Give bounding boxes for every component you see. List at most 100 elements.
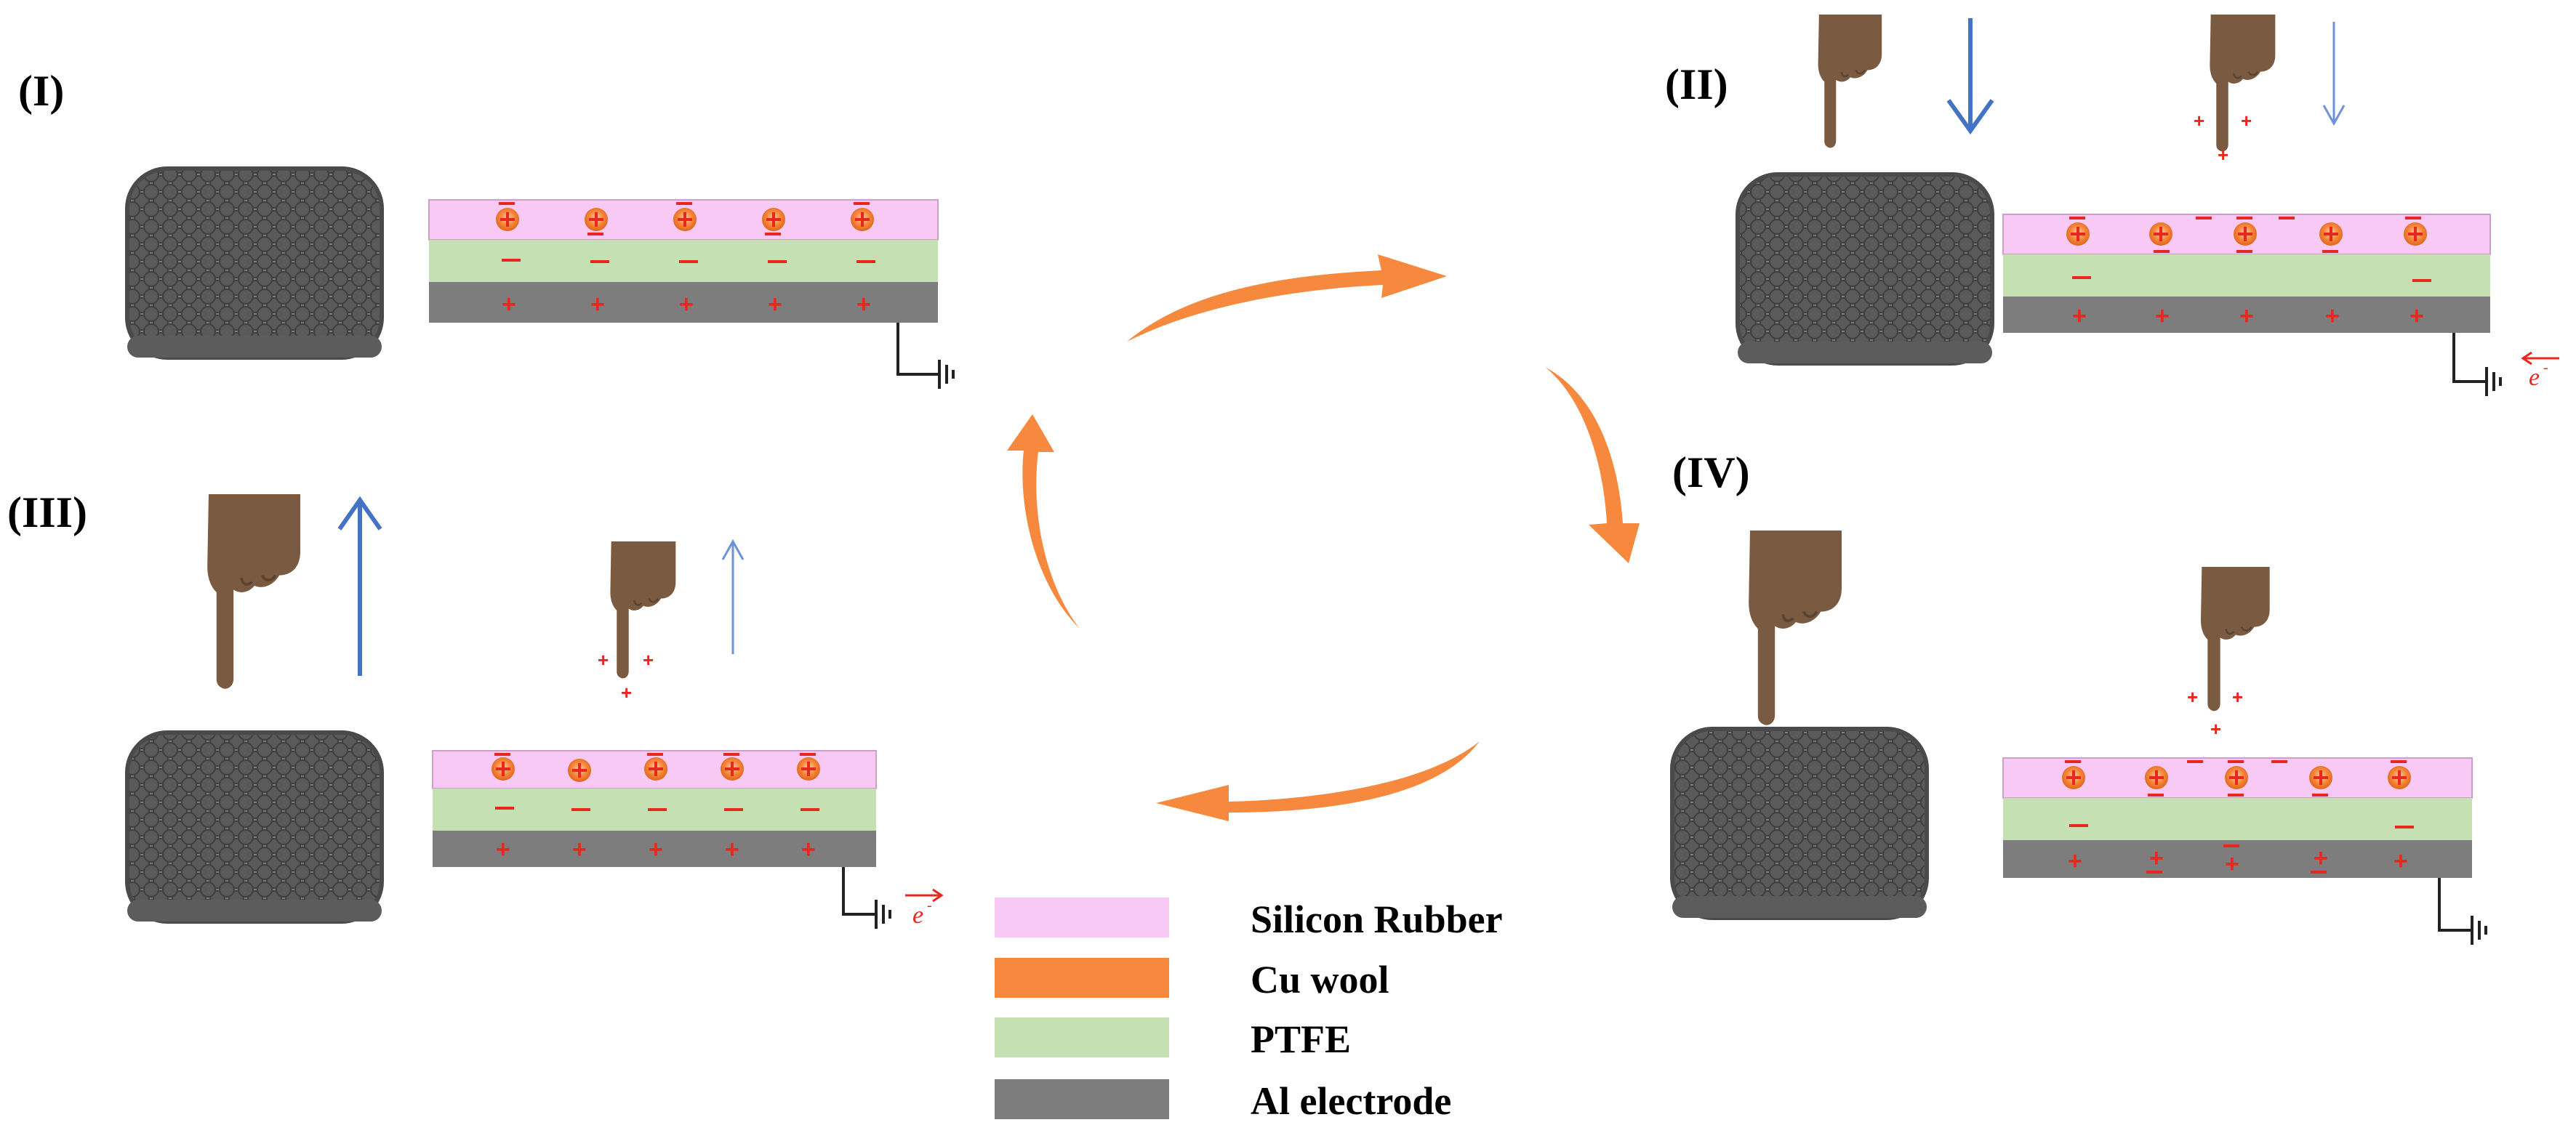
motion-arrow-icon bbox=[1946, 18, 1994, 135]
mesh-pad-base bbox=[127, 900, 382, 922]
mesh-pad-icon bbox=[1736, 172, 1994, 366]
pointing-finger-icon bbox=[1818, 15, 1882, 148]
plus-charge: + bbox=[801, 836, 816, 863]
plus-charge: + bbox=[2225, 850, 2239, 878]
cycle-arrows bbox=[1007, 254, 1640, 821]
legend-label-ptfe: PTFE bbox=[1251, 1017, 1351, 1061]
plus-ball bbox=[2234, 222, 2257, 246]
minus-charge bbox=[2065, 760, 2081, 763]
plus-charge: + bbox=[621, 682, 632, 703]
layer-stack bbox=[428, 199, 939, 323]
motion-arrow-icon bbox=[2322, 22, 2346, 126]
plus-charge: + bbox=[2241, 110, 2252, 132]
motion-arrow-icon bbox=[721, 539, 745, 654]
pointing-finger-icon bbox=[1749, 531, 1842, 725]
electron-flow-indicator: e - bbox=[2521, 351, 2559, 391]
plus-charge: + bbox=[725, 836, 739, 863]
minus-charge bbox=[2148, 794, 2164, 797]
minus-charge bbox=[590, 260, 609, 263]
ground-symbol-icon bbox=[2438, 878, 2487, 945]
plus-ball bbox=[2404, 222, 2427, 246]
minus-charge bbox=[2391, 760, 2407, 763]
plus-ball bbox=[721, 757, 744, 781]
mesh-pad-icon bbox=[125, 166, 384, 360]
plus-charge: + bbox=[768, 291, 782, 318]
legend: Silicon Rubber Cu wool PTFE Al electrode bbox=[995, 898, 1503, 1123]
plus-ball bbox=[496, 208, 519, 231]
plus-charge: + bbox=[2314, 844, 2328, 872]
ptfe-layer bbox=[2003, 798, 2472, 840]
plus-charge: + bbox=[679, 291, 694, 318]
plus-ball bbox=[644, 757, 667, 781]
mesh-pad-base bbox=[1672, 896, 1927, 918]
plus-ball bbox=[2066, 222, 2090, 246]
legend-label-silicon-rubber: Silicon Rubber bbox=[1251, 898, 1503, 941]
plus-charge: + bbox=[2068, 847, 2082, 875]
legend-swatch-cu-wool bbox=[995, 958, 1169, 998]
panel-label-i: (I) bbox=[18, 67, 64, 115]
panel-iv: + + + + + bbox=[1670, 531, 2487, 945]
plus-charge: + bbox=[2232, 686, 2243, 708]
svg-text:-: - bbox=[2543, 360, 2548, 376]
minus-charge bbox=[2405, 217, 2421, 219]
minus-charge bbox=[2311, 871, 2327, 874]
charges: + + + + + bbox=[2062, 760, 2414, 878]
minus-charge bbox=[2154, 250, 2170, 253]
minus-charge bbox=[502, 259, 521, 262]
plus-charge: + bbox=[2187, 686, 2198, 708]
minus-charge bbox=[2146, 871, 2162, 874]
plus-ball bbox=[2388, 766, 2411, 789]
pointing-finger-icon bbox=[207, 494, 300, 689]
panel-i: + + + + + bbox=[125, 166, 955, 389]
svg-text:-: - bbox=[927, 898, 932, 914]
charges: + + + + + bbox=[2066, 217, 2431, 330]
legend-label-al-electrode: Al electrode bbox=[1251, 1079, 1451, 1123]
minus-charge bbox=[724, 808, 743, 811]
legend-swatch-al-electrode bbox=[995, 1079, 1169, 1119]
cycle-arrow-icon bbox=[1127, 254, 1447, 342]
panel-iii: + + + + + + + + bbox=[125, 494, 944, 929]
plus-charge: + bbox=[496, 836, 510, 863]
minus-charge bbox=[2223, 844, 2239, 847]
al-electrode-layer bbox=[429, 282, 938, 323]
minus-charge bbox=[2312, 794, 2328, 797]
plus-charge: + bbox=[2218, 144, 2228, 166]
minus-charge bbox=[2187, 760, 2203, 763]
minus-charge bbox=[676, 202, 692, 205]
minus-charge bbox=[2322, 250, 2338, 253]
plus-ball bbox=[2309, 766, 2332, 789]
minus-charge bbox=[2271, 760, 2287, 763]
minus-charge bbox=[2412, 279, 2431, 282]
al-electrode-layer bbox=[2003, 297, 2490, 333]
motion-arrow-icon bbox=[337, 496, 382, 676]
panel-label-iii: (III) bbox=[7, 488, 87, 536]
minus-charge bbox=[768, 260, 787, 263]
plus-charge: + bbox=[2194, 110, 2204, 132]
ground-symbol-icon bbox=[2452, 333, 2502, 396]
plus-ball bbox=[585, 208, 608, 231]
ground-symbol-icon bbox=[896, 323, 955, 389]
minus-charge bbox=[723, 753, 739, 756]
plus-charge: + bbox=[572, 836, 587, 863]
minus-charge bbox=[679, 260, 698, 263]
plus-charge: + bbox=[502, 291, 516, 318]
plus-ball bbox=[2225, 766, 2248, 789]
mesh-pad-base bbox=[127, 336, 382, 358]
plus-ball bbox=[673, 208, 697, 231]
minus-charge bbox=[2069, 824, 2088, 827]
plus-charge: + bbox=[2155, 302, 2170, 330]
panel-label-iv: (IV) bbox=[1672, 448, 1750, 496]
plus-charge: + bbox=[2210, 718, 2221, 740]
minus-charge bbox=[2069, 217, 2085, 219]
minus-charge bbox=[2236, 217, 2252, 219]
cycle-arrow-icon bbox=[1007, 414, 1080, 629]
minus-charge bbox=[2228, 760, 2244, 763]
minus-charge bbox=[2196, 217, 2212, 219]
plus-charge: + bbox=[2239, 302, 2254, 330]
minus-charge bbox=[856, 260, 875, 263]
minus-charge bbox=[800, 753, 816, 756]
minus-charge bbox=[765, 233, 781, 235]
plus-charge: + bbox=[2410, 302, 2424, 330]
plus-ball bbox=[797, 757, 820, 781]
ground-symbol-icon bbox=[842, 867, 891, 929]
